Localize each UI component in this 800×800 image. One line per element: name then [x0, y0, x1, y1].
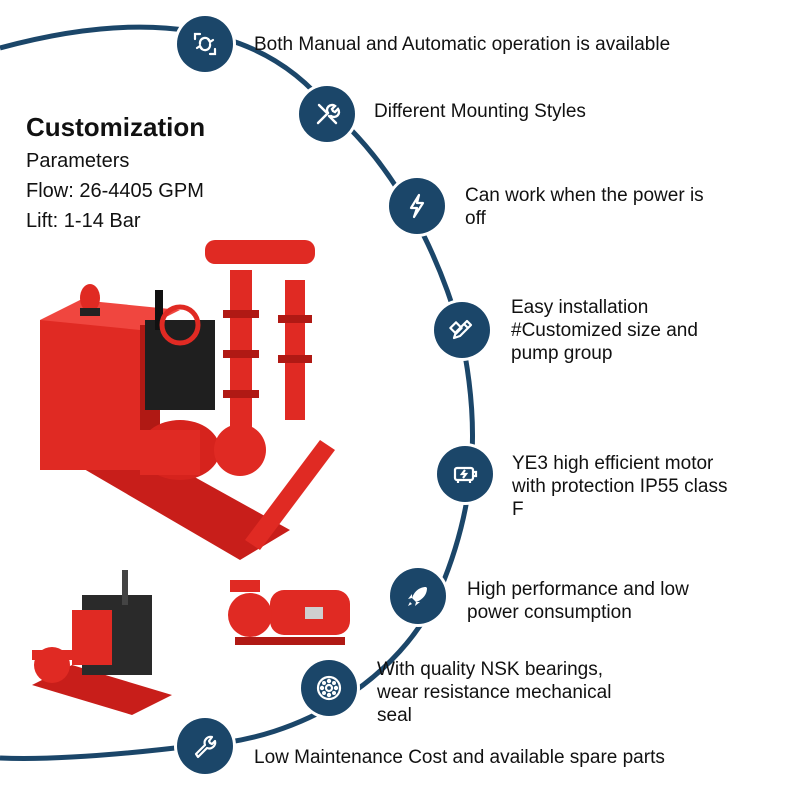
flow-value: Flow: 26-4405 GPM [26, 180, 204, 202]
feature-line: Can work when the power is [465, 185, 704, 206]
parameters-label: Parameters [26, 150, 130, 172]
motor-icon [437, 446, 493, 502]
rocket-icon [390, 568, 446, 624]
feature-mounting-styles: Different Mounting Styles [374, 100, 586, 123]
diesel-pump-image [32, 570, 172, 715]
feature-high-performance: High performance and low power consumpti… [467, 578, 689, 624]
lift-value: Lift: 1-14 Bar [26, 210, 141, 232]
lightning-icon [389, 178, 445, 234]
install-pencil-icon [434, 302, 490, 358]
auto-manual-icon [177, 16, 233, 72]
bearing-icon [301, 660, 357, 716]
feature-line: off [465, 208, 486, 229]
feature-low-maintenance: Low Maintenance Cost and available spare… [254, 746, 665, 769]
feature-line: Different Mounting Styles [374, 101, 586, 122]
feature-power-off: Can work when the power is off [465, 184, 704, 230]
feature-line: With quality NSK bearings, [377, 659, 603, 680]
wrench-icon [177, 718, 233, 774]
feature-manual-automatic: Both Manual and Automatic operation is a… [254, 33, 670, 56]
tools-icon [299, 86, 355, 142]
feature-line: with protection IP55 class [512, 476, 728, 497]
electric-pump-image [228, 580, 350, 645]
feature-line: YE3 high efficient motor [512, 453, 714, 474]
feature-line: #Customized size and [511, 320, 698, 341]
feature-line: F [512, 499, 524, 520]
feature-line: wear resistance mechanical [377, 682, 612, 703]
feature-nsk-bearings: With quality NSK bearings, wear resistan… [377, 658, 611, 727]
feature-line: power consumption [467, 602, 632, 623]
feature-line: Easy installation [511, 297, 649, 318]
fire-pump-set-image [40, 240, 335, 560]
feature-easy-installation: Easy installation #Customized size and p… [511, 296, 698, 365]
feature-line: Low Maintenance Cost and available spare… [254, 747, 665, 768]
customization-title: Customization [26, 112, 206, 142]
feature-line: seal [377, 705, 412, 726]
feature-line: High performance and low [467, 579, 689, 600]
feature-line: pump group [511, 343, 613, 364]
feature-line: Both Manual and Automatic operation is a… [254, 34, 671, 55]
feature-ye3-motor: YE3 high efficient motor with protection… [512, 452, 727, 521]
